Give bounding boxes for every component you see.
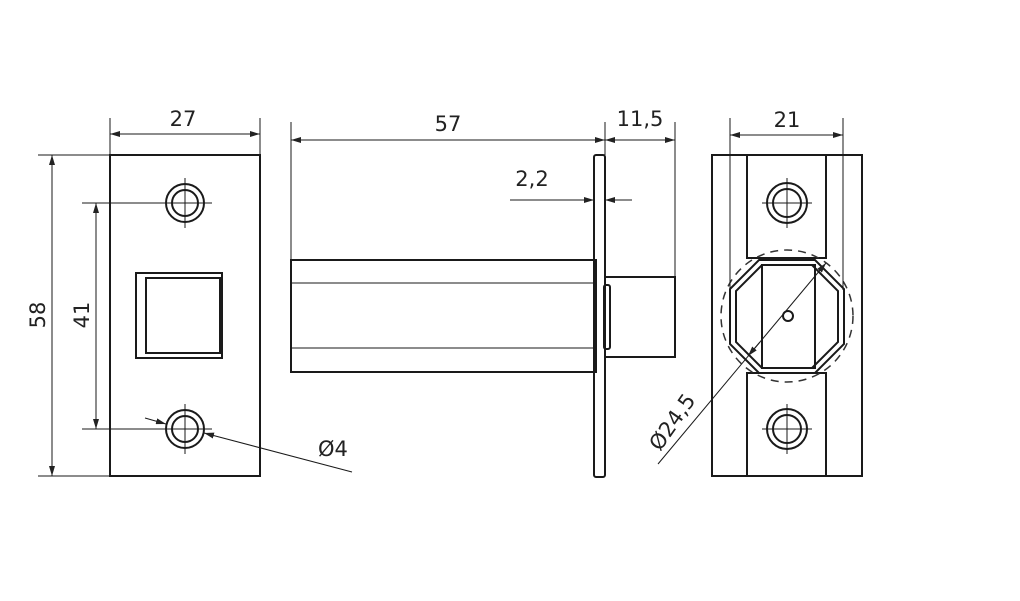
upper-screw-hole (160, 178, 212, 228)
latch-opening (135, 272, 223, 359)
dim-body-length: 57 (435, 112, 462, 136)
dim-hole-diameter: Ø4 (318, 437, 348, 461)
dim-faceplate-width: 27 (170, 107, 197, 131)
side-view: 57 11,5 2,2 (290, 107, 676, 478)
octagon-housing (729, 259, 845, 374)
end-lower-hole (762, 404, 812, 454)
bolt (604, 276, 676, 358)
dim-plate-thickness: 2,2 (515, 167, 548, 191)
dim-housing-width: 21 (774, 108, 801, 132)
dim-hole-spacing: 41 (70, 302, 94, 329)
upper-mount-plate (746, 154, 827, 259)
dim-bolt-projection: 11,5 (617, 107, 664, 131)
housing-dashed-circle (720, 249, 854, 383)
latch-body (290, 259, 597, 373)
lower-screw-hole (160, 404, 212, 454)
faceplate-outline (109, 154, 261, 477)
end-view: 21 Ø24,5 (644, 108, 863, 477)
end-upper-hole (762, 178, 812, 228)
dim-faceplate-height: 58 (26, 302, 50, 329)
front-view: 27 58 41 Ø4 (26, 107, 353, 477)
dim-housing-diameter: Ø24,5 (644, 389, 700, 455)
